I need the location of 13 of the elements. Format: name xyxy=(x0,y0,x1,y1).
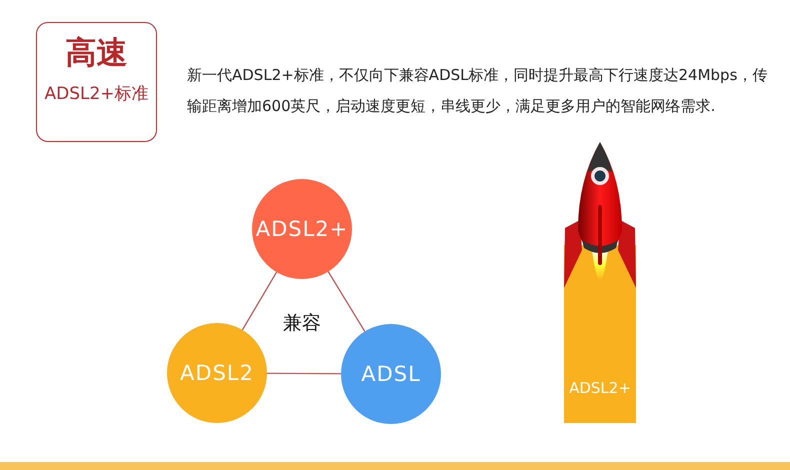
connector-line xyxy=(267,372,341,374)
standard-circle: ADSL xyxy=(341,324,441,424)
bar-label: ADSL2+ xyxy=(568,379,632,397)
center-label: 兼容 xyxy=(282,311,322,336)
title-box xyxy=(36,22,157,142)
title-heading: 高速 xyxy=(64,34,128,73)
description-text: 新一代ADSL2+标准，不仅向下兼容ADSL标准，同时提升最高下行速度达24Mbps，传输距离增加600英尺，启动速度更短，串线更少，满足更多用户的智能网络需求. xyxy=(187,65,768,117)
connector-line xyxy=(328,271,366,332)
rocket-bar xyxy=(564,245,636,423)
connector-line xyxy=(242,272,278,330)
standard-circle: ADSL2 xyxy=(167,323,267,423)
title-subheading: ADSL2+标准 xyxy=(43,83,150,106)
standard-circle: ADSL2+ xyxy=(252,179,352,279)
